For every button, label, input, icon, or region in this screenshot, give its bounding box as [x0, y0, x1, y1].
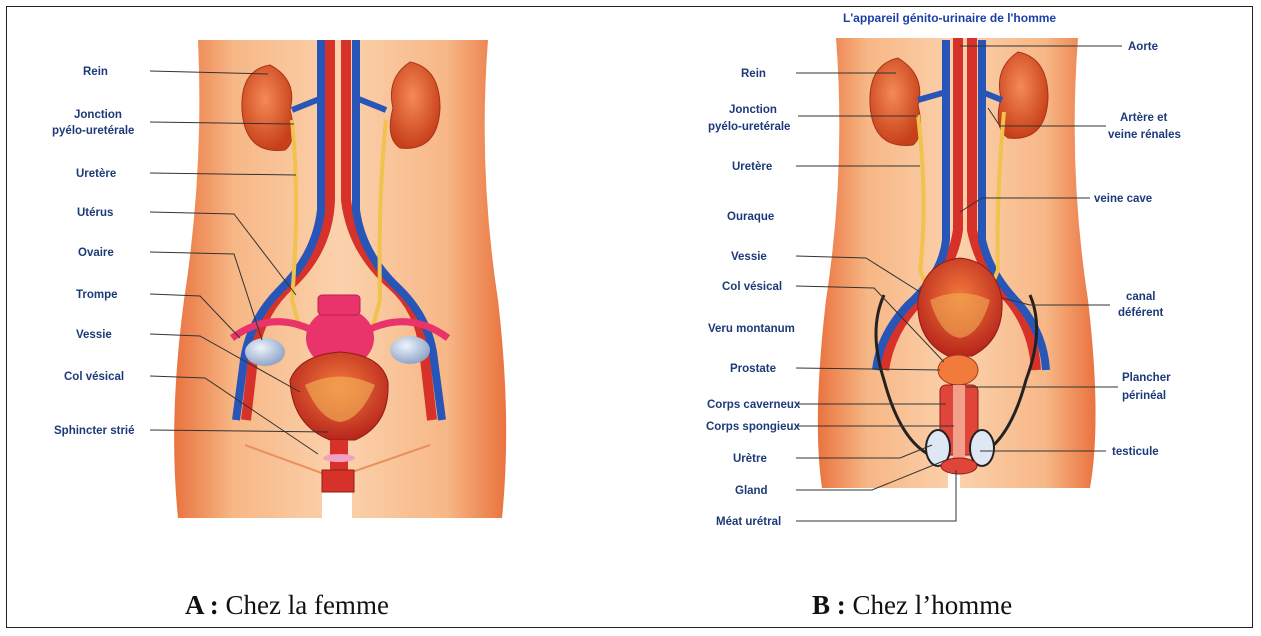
- label-gland: Gland: [735, 485, 768, 497]
- label-corps-spongieux: Corps spongieux: [706, 421, 801, 433]
- label-vessie-male: Vessie: [731, 251, 767, 263]
- label-sphincter-strie: Sphincter strié: [54, 425, 135, 437]
- label-meat-uretral: Méat urétral: [716, 516, 781, 528]
- label-veine-cave: veine cave: [1094, 193, 1152, 205]
- caption-male-letter: B :: [812, 590, 846, 620]
- caption-female-letter: A :: [185, 590, 219, 620]
- label-artere-et: Artère et: [1120, 112, 1167, 124]
- caption-male-text: Chez l’homme: [853, 590, 1013, 620]
- label-uretere-male: Uretère: [732, 161, 772, 173]
- label-uretre: Urètre: [733, 453, 767, 465]
- label-col-vesical-male: Col vésical: [722, 281, 782, 293]
- caption-male: B : Chez l’homme: [812, 590, 1012, 621]
- label-aorte: Aorte: [1128, 41, 1158, 53]
- label-testicule: testicule: [1112, 446, 1159, 458]
- label-col-vesical: Col vésical: [64, 371, 124, 383]
- label-uterus: Utérus: [77, 207, 113, 219]
- label-ovaire: Ovaire: [78, 247, 114, 259]
- label-perineal: périnéal: [1122, 390, 1166, 402]
- label-plancher: Plancher: [1122, 372, 1171, 384]
- label-uretere: Uretère: [76, 168, 116, 180]
- label-veine-renales: veine rénales: [1108, 129, 1181, 141]
- label-jonction: Jonction: [74, 109, 122, 121]
- label-canal: canal: [1126, 291, 1155, 303]
- label-prostate: Prostate: [730, 363, 776, 375]
- label-rein: Rein: [83, 66, 108, 78]
- label-rein-male: Rein: [741, 68, 766, 80]
- label-deferent: déférent: [1118, 307, 1164, 319]
- label-trompe: Trompe: [76, 289, 118, 301]
- label-pyelo-ureterale: pyélo-uretérale: [52, 125, 134, 137]
- label-pyelo-ureterale-male: pyélo-uretérale: [708, 121, 790, 133]
- label-veru-montanum: Veru montanum: [708, 323, 795, 335]
- label-jonction-male: Jonction: [729, 104, 777, 116]
- caption-female-text: Chez la femme: [226, 590, 389, 620]
- label-vessie: Vessie: [76, 329, 112, 341]
- label-ouraque: Ouraque: [727, 211, 774, 223]
- male-title: L'appareil génito-urinaire de l'homme: [843, 11, 1056, 25]
- caption-female: A : Chez la femme: [185, 590, 389, 621]
- label-corps-caverneux: Corps caverneux: [707, 399, 801, 411]
